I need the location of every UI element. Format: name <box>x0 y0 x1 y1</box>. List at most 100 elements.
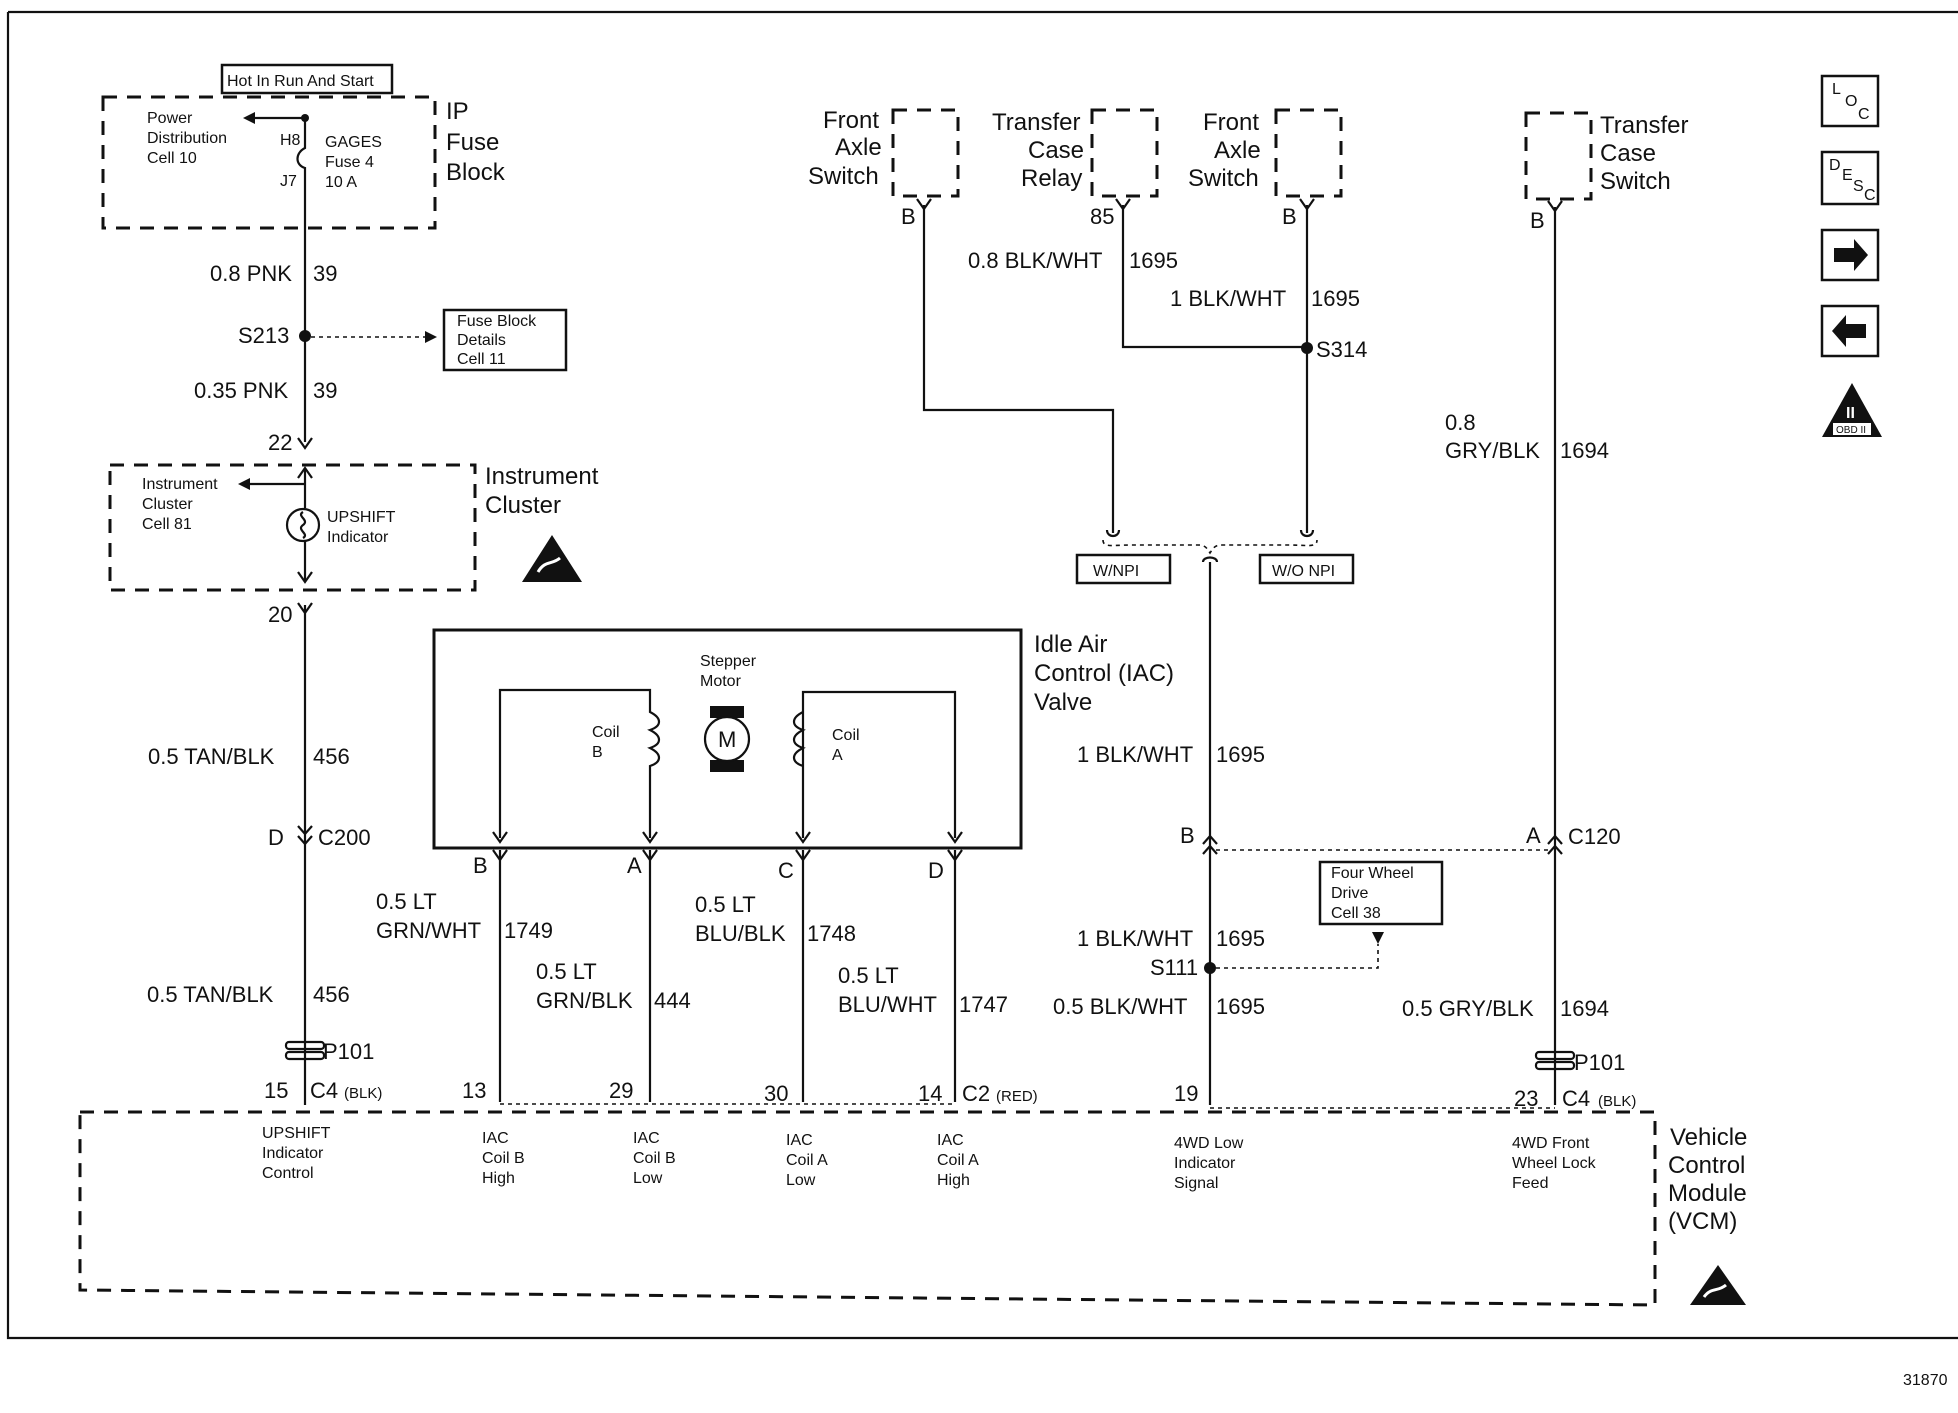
fuse-details-2: Details <box>457 332 506 349</box>
c4-left-color: (BLK) <box>344 1085 382 1102</box>
power-dist-3: Cell 10 <box>147 150 197 167</box>
instrument-cluster-outline <box>108 463 477 592</box>
iac-title-3: Valve <box>1034 689 1092 716</box>
fn-4wdfront-1: 4WD Front <box>1512 1135 1590 1152</box>
vcm-title-4: (VCM) <box>1668 1208 1737 1235</box>
fuse-details-box <box>442 308 568 372</box>
fa1-3: Switch <box>808 163 879 190</box>
s111-dash <box>1216 944 1379 969</box>
splice-s314: S314 <box>1316 337 1367 362</box>
next-arrow-button[interactable] <box>1820 228 1880 282</box>
w1694b-circuit: 1694 <box>1560 996 1609 1021</box>
iac-pin-b-arrow <box>492 831 508 844</box>
w456a-circuit: 456 <box>313 744 350 769</box>
c4-right-color: (BLK) <box>1598 1093 1636 1110</box>
w1695e-gauge: 0.5 BLK/WHT <box>1053 994 1187 1019</box>
fn-upshift-1: UPSHIFT <box>262 1125 331 1142</box>
iac-pin-d-arrow <box>947 831 963 844</box>
tcr-wire <box>1121 205 1307 349</box>
tcr-2: Case <box>1028 137 1084 164</box>
loc-button[interactable]: L O C <box>1820 74 1880 128</box>
p101-left-connector <box>284 1040 326 1061</box>
cluster-pin-22: 22 <box>268 430 292 455</box>
fn-4wdlow-1: 4WD Low <box>1174 1135 1244 1152</box>
fn-upshift-3: Control <box>262 1165 314 1182</box>
cluster-arrow-head <box>238 478 250 490</box>
w444-circuit: 444 <box>654 988 691 1013</box>
w1695a-circuit: 1695 <box>1129 248 1178 273</box>
vcm-esd-icon <box>1690 1265 1746 1305</box>
fn-iacbl-3: Low <box>633 1170 663 1187</box>
fn-upshift-2: Indicator <box>262 1145 324 1162</box>
fuse-details-1: Fuse Block <box>457 313 537 330</box>
w444-g1: 0.5 LT <box>536 959 597 984</box>
fwd-2: Drive <box>1331 885 1368 902</box>
ip-fuse-title-1: IP <box>446 98 469 125</box>
c200-mark <box>297 825 313 846</box>
w1748-g1: 0.5 LT <box>695 892 756 917</box>
fa1-1: Front <box>823 107 879 134</box>
tcs-1: Transfer <box>1600 112 1688 139</box>
tcr-1: Transfer <box>992 109 1080 136</box>
fn-iacal-3: Low <box>786 1172 816 1189</box>
fn-4wdlow-2: Indicator <box>1174 1155 1236 1172</box>
tcr-3: Relay <box>1021 165 1082 192</box>
fa1-pin: B <box>901 204 916 229</box>
fn-4wdfront-2: Wheel Lock <box>1512 1155 1597 1172</box>
iac-title-2: Control (IAC) <box>1034 660 1174 687</box>
desc-button[interactable]: D E S C <box>1820 150 1880 206</box>
coil-a-1: Coil <box>832 727 860 744</box>
fn-iacal-2: Coil A <box>786 1152 828 1169</box>
tcs-2: Case <box>1600 140 1656 167</box>
pin-j7: J7 <box>280 173 297 190</box>
w1695d-gauge: 1 BLK/WHT <box>1077 926 1193 951</box>
loc-c: C <box>1858 106 1870 123</box>
option-brace <box>1102 539 1318 555</box>
prev-arrow-button[interactable] <box>1820 304 1880 358</box>
upshift-label-1: UPSHIFT <box>327 509 396 526</box>
obd-ii-icon[interactable]: II OBD II <box>1822 383 1882 437</box>
vcm-title-3: Module <box>1668 1180 1747 1207</box>
fuse-label-2: Fuse 4 <box>325 154 374 171</box>
coil-a-frame <box>801 690 957 838</box>
wnpi-box <box>1075 553 1172 585</box>
fa2-pin: B <box>1282 204 1297 229</box>
c4-left: C4 <box>310 1078 338 1103</box>
stepper-2: Motor <box>700 673 742 690</box>
transfer-case-switch-box <box>1524 111 1593 201</box>
fuse-label-1: GAGES <box>325 134 382 151</box>
cluster-out-arrow <box>297 571 313 584</box>
fn-iacbh-1: IAC <box>482 1130 509 1147</box>
w1694a-g1: 0.8 <box>1445 410 1476 435</box>
cluster-ref-1: Instrument <box>142 476 218 493</box>
front-axle-switch-2-box <box>1274 108 1343 198</box>
splice-s111-dot <box>1204 962 1216 974</box>
iac-pin-b: B <box>473 853 488 878</box>
w1695c-gauge: 1 BLK/WHT <box>1077 742 1193 767</box>
pd-arrow-head <box>243 112 255 124</box>
iac-pin-a-arrow <box>642 831 658 844</box>
wnpi-label: W/NPI <box>1093 563 1139 580</box>
fuse-label-3: 10 A <box>325 174 357 191</box>
w39a-circuit: 39 <box>313 261 337 286</box>
w39b-gauge: 0.35 PNK <box>194 378 288 403</box>
s111-arrow <box>1372 932 1384 944</box>
loc-l: L <box>1832 81 1841 98</box>
pin22-mark <box>297 437 313 450</box>
cluster-title-1: Instrument <box>485 463 599 490</box>
fa2-1: Front <box>1203 109 1259 136</box>
obd-label: OBD II <box>1836 425 1866 436</box>
fn-iacah-3: High <box>937 1172 970 1189</box>
iac-valve-box <box>432 628 1023 850</box>
w1695a-gauge: 0.8 BLK/WHT <box>968 248 1102 273</box>
loc-o: O <box>1845 93 1857 110</box>
fn-iacal-1: IAC <box>786 1132 813 1149</box>
coil-b-2: B <box>592 744 603 761</box>
left-arrow-icon <box>1832 315 1866 347</box>
splice-s314-dot <box>1301 342 1313 354</box>
right-arrow-icon <box>1834 239 1868 271</box>
cluster-ref-2: Cluster <box>142 496 193 513</box>
fuse-details-3: Cell 11 <box>457 351 506 368</box>
cluster-pin-20: 20 <box>268 602 292 627</box>
w1695c-circuit: 1695 <box>1216 742 1265 767</box>
